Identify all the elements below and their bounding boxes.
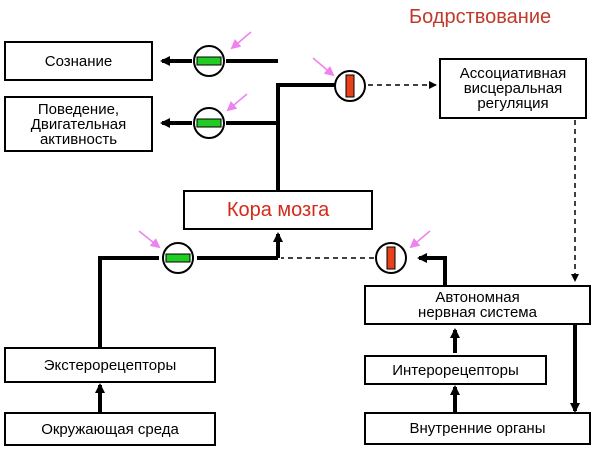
activation-gate-consciousness [193,45,225,77]
node-autonomic: Автономная нервная система [364,285,591,325]
activation-gate-behavior [193,107,225,139]
marker-arrow-behavior [226,93,248,112]
node-environment: Окружающая среда [4,412,216,446]
autonomic-to-cortex-connector [281,253,447,285]
inhibition-gate-associative [334,70,366,102]
marker-arrow-autonomic [409,230,431,249]
node-organs: Внутренние органы [364,412,591,445]
cortex-output-line [276,83,335,190]
marker-arrow-consciousness [230,31,252,50]
activation-gate-exteroceptors [162,242,194,274]
node-behavior: Поведение, Двигательная активность [4,96,153,152]
inhibition-gate-autonomic [375,242,407,274]
node-associative: Ассоциативная висцеральная регуляция [439,58,587,119]
node-consciousness: Сознание [4,41,153,81]
node-interoceptors: Интерорецепторы [364,355,547,385]
node-exteroceptors: Экстерорецепторы [4,347,216,383]
exteroceptors-to-cortex-connector [98,232,283,347]
marker-arrow-exteroceptors [138,230,161,249]
node-cortex: Кора мозга [183,190,373,230]
marker-arrow-associative [312,57,335,77]
diagram-title: Бодрствование [409,6,552,28]
